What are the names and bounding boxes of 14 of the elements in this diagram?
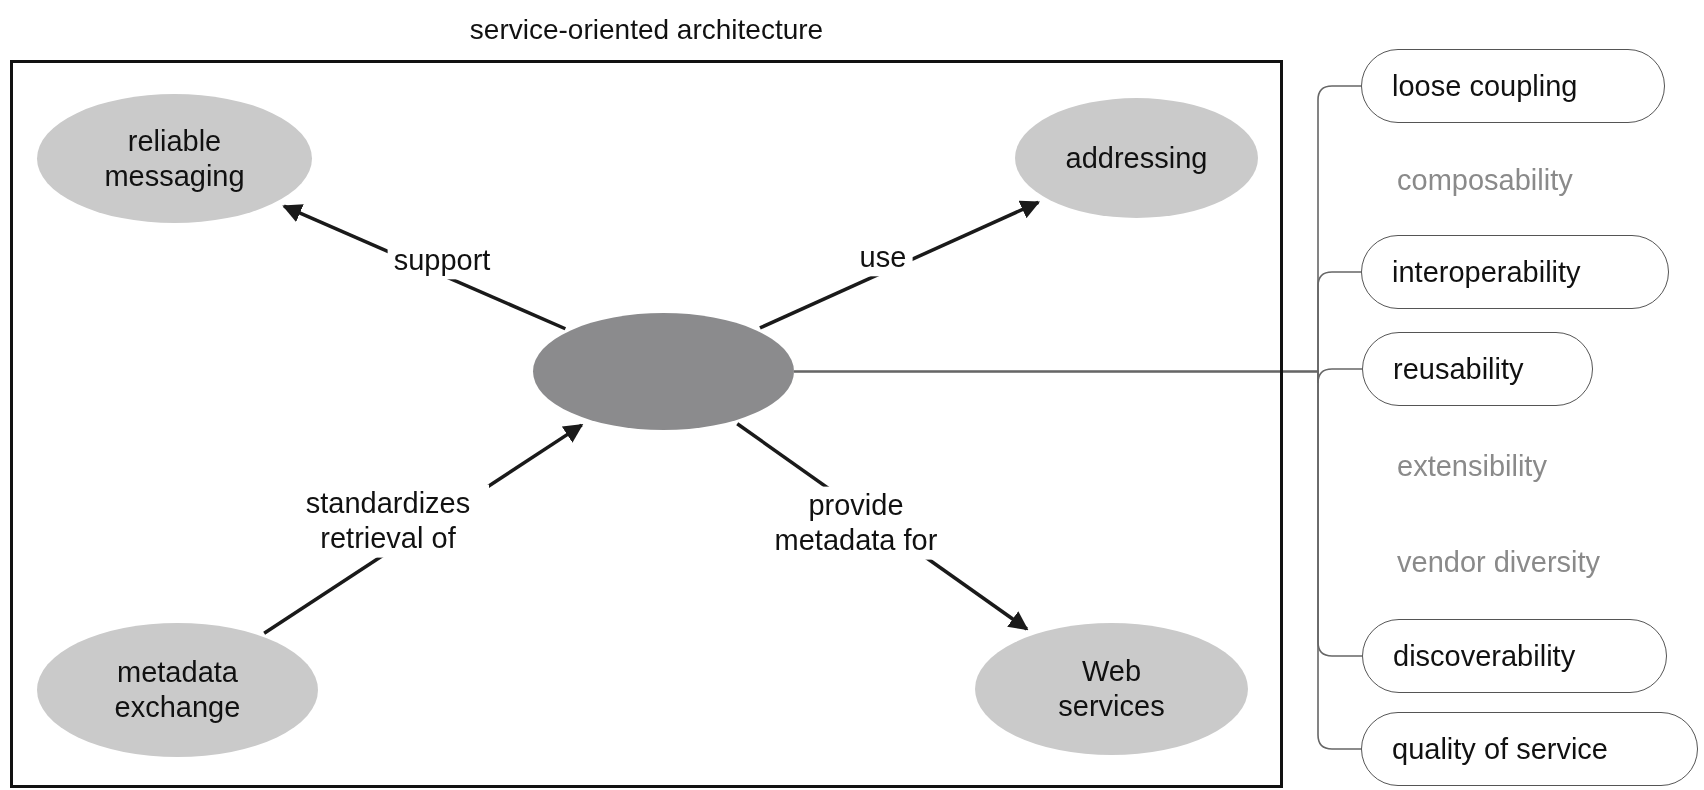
principle-pill: discoverability: [1362, 619, 1667, 693]
principle-pill: loose coupling: [1361, 49, 1665, 123]
principle-pill: quality of service: [1361, 712, 1698, 786]
topic-ellipse: Web services: [975, 623, 1248, 755]
topic-ellipse: metadata exchange: [37, 623, 318, 757]
topic-ellipse: addressing: [1015, 98, 1258, 218]
tree-connector: [793, 370, 1362, 750]
principle-label: vendor diversity: [1397, 545, 1601, 579]
principle-pill: interoperability: [1361, 235, 1669, 309]
topic-ellipse: reliable messaging: [37, 94, 312, 223]
principle-label: composability: [1397, 163, 1573, 197]
principle-label: extensibility: [1397, 449, 1547, 483]
frame-title: service-oriented architecture: [469, 14, 824, 46]
principle-pill: reusability: [1362, 332, 1593, 406]
